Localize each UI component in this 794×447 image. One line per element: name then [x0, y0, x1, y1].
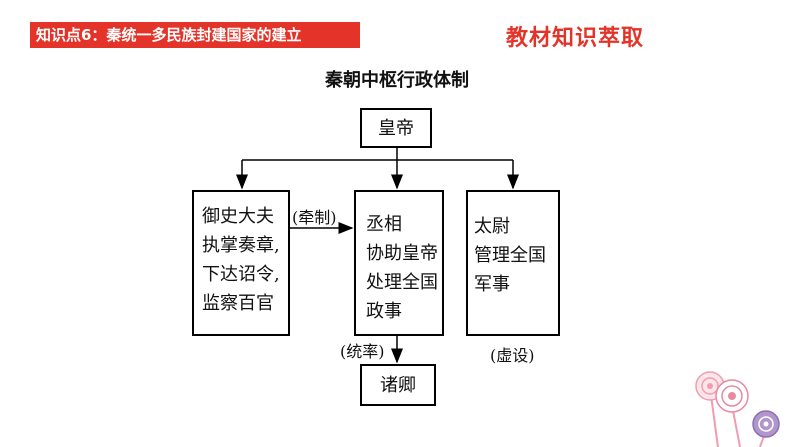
censor-label: 御史大夫 执掌奏章, 下达诏令, 监察百官: [202, 206, 280, 314]
note-nominal: (虚设): [490, 346, 535, 365]
lollipop-decoration: [695, 371, 780, 447]
commandant-label: 太尉 管理全国 军事: [474, 216, 546, 295]
commandant-box: 太尉 管理全国 军事: [466, 190, 560, 336]
censor-box: 御史大夫 执掌奏章, 下达诏令, 监察百官: [192, 190, 290, 336]
emperor-label: 皇帝: [378, 117, 414, 139]
note-restrain: (牵制): [292, 208, 337, 227]
chancellor-label: 丞相 协助皇帝 处理全国 政事: [366, 214, 438, 322]
ministers-box: 诸卿: [360, 364, 436, 406]
emperor-box: 皇帝: [360, 108, 432, 148]
ministers-label: 诸卿: [380, 374, 416, 396]
section-label: 教材知识萃取: [506, 26, 645, 51]
chancellor-box: 丞相 协助皇帝 处理全国 政事: [354, 190, 444, 336]
topic-banner: 知识点6：秦统一多民族封建国家的建立: [30, 22, 360, 48]
note-command: (统率): [340, 342, 385, 361]
diagram-title: 秦朝中枢行政体制: [325, 70, 469, 91]
